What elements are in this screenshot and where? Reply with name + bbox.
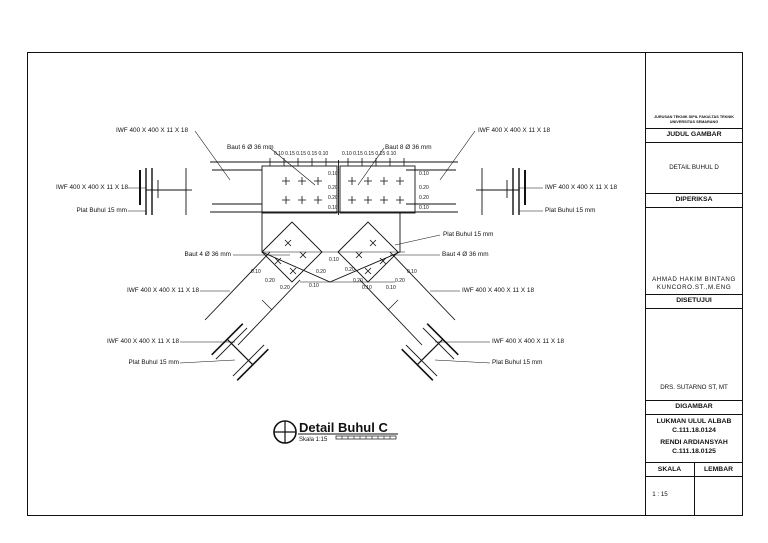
dim-v1: 0.10 (328, 171, 338, 177)
label-iwf-diag-left: IWF 400 X 400 X 11 X 18 (127, 287, 199, 294)
tb-divider (645, 128, 743, 129)
bolt-group-diag-left (274, 239, 307, 275)
disetujui-heading: DISETUJUI (676, 297, 712, 304)
digambar-heading: DIGAMBAR (675, 403, 713, 410)
digambar-1-name: LUKMAN ULUL ALBAB (656, 418, 732, 425)
diperiksa-heading: DIPERIKSA (675, 196, 713, 203)
dim-d8: 0.10 (362, 285, 372, 291)
dim-d11: 0.10 (407, 269, 417, 275)
dim-v2: 0.20 (328, 185, 338, 191)
institution-text: JURUSAN TEKNIK SIPIL FAKULTAS TEKNIK UNI… (654, 115, 734, 124)
digambar-1-id: C.111.18.0124 (672, 427, 716, 434)
gusset-plate-diag-left (261, 221, 323, 283)
disetujui-name: DRS. SUTARNO ST, MT (660, 384, 728, 391)
dim-top-right-row: 0.10 0.15 0.15 0.15 0.10 (342, 151, 397, 157)
dim-d5: 0.10 (329, 257, 339, 263)
gusset-plate-top-right (339, 165, 416, 214)
lembar-heading: LEMBAR (703, 466, 734, 473)
label-baut-6: Baut 6 Ø 36 mm (227, 144, 274, 151)
dim-d12: 0.20 (280, 285, 290, 291)
tb-divider (645, 400, 743, 401)
digambar-2-name: RENDI ARDIANSYAH (660, 439, 728, 446)
drawing-scale: Skala 1:15 (299, 437, 328, 443)
gusset-plate-top-left (261, 165, 338, 214)
tb-divider (645, 193, 743, 194)
tb-column-divider (694, 462, 695, 516)
skala-value: 1 : 15 (652, 491, 668, 498)
label-iwf-mid-left: IWF 400 X 400 X 11 X 18 (56, 184, 128, 191)
label-iwf-bottom-left: IWF 400 X 400 X 11 X 18 (107, 338, 179, 345)
label-plat-bottom-right: Plat Buhul 15 mm (492, 359, 543, 366)
dim-v5: 0.10 (419, 171, 429, 177)
judul-gambar-value: DETAIL BUHUL D (669, 164, 719, 171)
drawing-title: Detail Buhul C (299, 420, 388, 435)
dim-d1: 0.10 (251, 269, 261, 275)
dim-d4: 0.10 (309, 283, 319, 289)
label-baut-8: Baut 8 Ø 36 mm (385, 144, 432, 151)
label-baut-4-left: Baut 4 Ø 36 mm (184, 251, 231, 258)
truss-joint-drawing (128, 130, 543, 444)
bolt-group-diag-right (355, 239, 387, 275)
judul-gambar-heading: JUDUL GAMBAR (666, 131, 722, 138)
dim-d10: 0.20 (395, 278, 405, 284)
dim-d2: 0.20 (265, 278, 275, 284)
gusset-plate-diag-right (337, 221, 399, 283)
label-plat-mid-left: Plat Buhul 15 mm (76, 207, 127, 214)
tb-divider (645, 308, 743, 309)
bolt-group-top-right (348, 177, 404, 204)
tb-divider (645, 142, 743, 143)
tb-divider (645, 476, 743, 477)
dim-d3: 0.20 (316, 269, 326, 275)
label-plat-mid-right: Plat Buhul 15 mm (545, 207, 596, 214)
skala-heading: SKALA (657, 466, 682, 473)
tb-divider (645, 414, 743, 415)
dim-d7: 0.20 (353, 278, 363, 284)
label-plat-center: Plat Buhul 15 mm (443, 231, 494, 238)
tb-divider (645, 207, 743, 208)
label-iwf-top-right: IWF 400 X 400 X 11 X 18 (478, 127, 550, 134)
dim-v3: 0.20 (328, 195, 338, 201)
dim-v7: 0.20 (419, 195, 429, 201)
bolt-group-top-left (282, 177, 322, 204)
dim-d9: 0.10 (386, 285, 396, 291)
dim-v6: 0.20 (419, 185, 429, 191)
dim-d6: 0.20 (345, 267, 355, 273)
dim-v4: 0.10 (328, 205, 338, 211)
label-iwf-bottom-right: IWF 400 X 400 X 11 X 18 (492, 338, 564, 345)
dim-v8: 0.10 (419, 205, 429, 211)
diperiksa-name: AHMAD HAKIM BINTANG KUNCORO.ST.,M.ENG (652, 276, 736, 291)
title-block (645, 52, 743, 516)
label-iwf-mid-right: IWF 400 X 400 X 11 X 18 (545, 184, 617, 191)
label-iwf-top-left: IWF 400 X 400 X 11 X 18 (116, 127, 188, 134)
label-iwf-diag-right: IWF 400 X 400 X 11 X 18 (462, 287, 534, 294)
digambar-2-id: C.111.18.0125 (672, 448, 716, 455)
dim-top-left-row: 0.10 0.15 0.15 0.15 0.10 (274, 151, 329, 157)
label-baut-4-right: Baut 4 Ø 36 mm (442, 251, 489, 258)
label-plat-bottom-left: Plat Buhul 15 mm (128, 359, 179, 366)
tb-divider (645, 294, 743, 295)
